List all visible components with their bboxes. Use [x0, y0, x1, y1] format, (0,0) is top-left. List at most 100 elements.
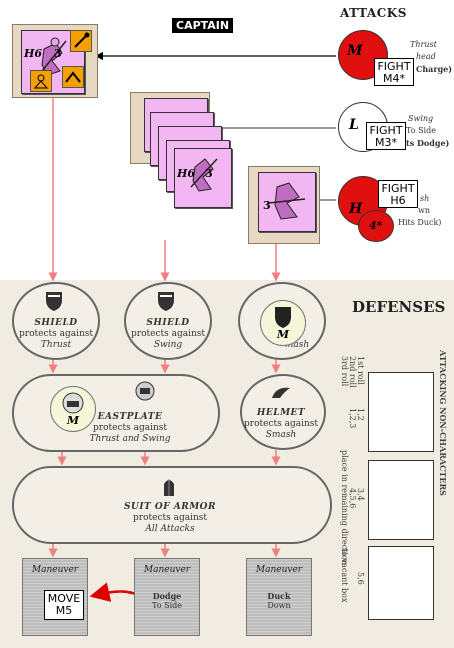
fight-box-swing[interactable]: FIGHT M3*	[366, 122, 406, 150]
side-col2: 2nd roll	[348, 356, 357, 388]
suit-of-armor-icon	[160, 476, 178, 502]
attack-chit-sub: 4*	[369, 219, 383, 232]
fight-box-thrust[interactable]: FIGHT M4*	[374, 58, 414, 86]
maneuver-line1: Duck	[267, 591, 291, 601]
third-counter-number: 3	[263, 199, 271, 212]
attack-line2-thrust: head	[416, 52, 436, 61]
m-chit-letter: M	[276, 328, 290, 341]
rider-icon	[30, 70, 52, 92]
fight-label: FIGHT	[369, 124, 403, 137]
breastplate-slot[interactable]	[12, 374, 220, 452]
maneuver-line2: Down	[267, 601, 291, 610]
knight-figure-icon	[41, 37, 67, 76]
attack-line3-smash: Hits Duck)	[398, 218, 442, 227]
non-character-box-1[interactable]	[368, 372, 434, 452]
maneuver-label: Maneuver	[143, 565, 191, 575]
non-character-box-2[interactable]	[368, 460, 434, 540]
captain-counter-label: H6	[24, 47, 43, 60]
defense-arrows	[48, 97, 281, 558]
defenses-title: DEFENSES	[352, 298, 446, 316]
non-character-box-3[interactable]	[368, 546, 434, 620]
defense-title: HELMET	[256, 408, 306, 418]
maneuver-sub: Duck Down	[247, 591, 311, 611]
defense-line2: mash	[284, 340, 310, 350]
move-chit[interactable]: MOVE M5	[44, 590, 84, 620]
maneuver-label: Maneuver	[31, 565, 79, 575]
maneuver-box-dodge[interactable]: Maneuver Dodge To Side	[134, 558, 200, 636]
attack-line2-smash: wn	[418, 206, 430, 215]
move-value: M5	[55, 604, 73, 617]
defense-line2: Smash	[265, 430, 297, 440]
maneuver-line1: Dodge	[152, 591, 182, 601]
fight-label: FIGHT	[377, 60, 411, 73]
attack-line2-swing: To Side	[406, 126, 436, 135]
fight-value: H6	[390, 194, 406, 207]
side-row2b: 4,5,6	[348, 488, 357, 509]
suit-of-armor-text: SUIT OF ARMOR protects against All Attac…	[120, 502, 220, 535]
fight-label: FIGHT	[381, 182, 415, 195]
stack-counter-number: 3	[205, 167, 213, 180]
third-counter[interactable]: 3	[258, 172, 316, 232]
stack-counter-label: H6	[177, 167, 196, 180]
shield-thrust-text: SHIELD protects against Thrust	[12, 318, 100, 351]
stack-counter-top[interactable]: H6 3	[174, 148, 232, 208]
side-row3: 5,6	[356, 572, 365, 585]
side-col3: 3rd roll	[340, 356, 349, 387]
defense-title: SUIT OF ARMOR	[124, 502, 216, 512]
shield-icon	[156, 290, 176, 316]
defense-title: EASTPLATE	[97, 412, 163, 422]
helmet-text: HELMET protects against Smash	[240, 408, 322, 441]
defense-title: SHIELD	[146, 318, 190, 328]
fight-value: M3*	[375, 136, 397, 149]
side-row2c: place in remaining direction	[340, 450, 349, 565]
move-label: MOVE	[47, 592, 81, 605]
defense-title: SHIELD	[34, 318, 78, 328]
m-chit-shield[interactable]: M	[260, 300, 306, 346]
m-chit-letter: M	[66, 414, 80, 427]
m-chit-breastplate[interactable]: M	[50, 386, 96, 432]
defense-line1: protects against	[93, 423, 167, 433]
maneuver-sub: Dodge To Side	[135, 591, 199, 611]
defense-line2: Swing	[153, 340, 183, 350]
defense-line1: protects against	[131, 329, 205, 339]
shield-swing-text: SHIELD protects against Swing	[124, 318, 212, 351]
suit-of-armor-slot[interactable]	[12, 466, 332, 544]
breastplate-text: EASTPLATE protects against Thrust and Sw…	[60, 412, 200, 445]
captain-label: CAPTAIN	[172, 18, 234, 33]
side-row2: 3,4	[356, 488, 365, 501]
helmet-icon	[62, 392, 84, 414]
shield-icon	[275, 307, 291, 328]
attack-name-smash: sh	[420, 194, 430, 203]
attack-line3-swing: ts Dodge)	[406, 138, 450, 148]
attack-name-thrust: Thrust	[410, 40, 437, 49]
side-row1b: 1,2,3	[348, 408, 357, 429]
attack-line3-thrust: Charge)	[416, 64, 453, 74]
attack-chit-smash-lower: 4*	[358, 210, 394, 242]
caret-icon	[62, 66, 84, 88]
captain-counter-number: 3	[54, 47, 62, 60]
knight-figure-icon	[190, 158, 218, 192]
side-row3c: to vacant box	[340, 548, 349, 603]
side-table-heading: ATTACKING NON-CHARACTERS	[438, 350, 448, 496]
helmet-icon	[270, 384, 292, 404]
side-col1: 1st roll	[356, 356, 365, 385]
side-row1: 1,2	[356, 408, 365, 421]
defense-line2: Thrust	[40, 340, 72, 350]
attacks-title: ATTACKS	[340, 6, 407, 20]
helmet-slot[interactable]	[240, 374, 326, 450]
attack-chit-letter: H	[349, 201, 363, 217]
defense-line2: Thrust and Swing	[89, 434, 171, 444]
maneuver-box-duck[interactable]: Maneuver Duck Down	[246, 558, 312, 636]
shield-icon	[44, 290, 64, 316]
maneuver-label: Maneuver	[255, 565, 303, 575]
defense-line1: protects against	[133, 513, 207, 523]
knight-figure-icon	[268, 182, 306, 220]
weapon-icon	[70, 30, 92, 52]
maneuver-line2: To Side	[152, 601, 182, 610]
defense-line1: protects against	[244, 419, 318, 429]
fight-box-smash[interactable]: FIGHT H6	[378, 180, 418, 208]
breastplate-icon	[134, 380, 156, 406]
fight-value: M4*	[383, 72, 405, 85]
shield-smash-text: mash	[282, 340, 312, 351]
